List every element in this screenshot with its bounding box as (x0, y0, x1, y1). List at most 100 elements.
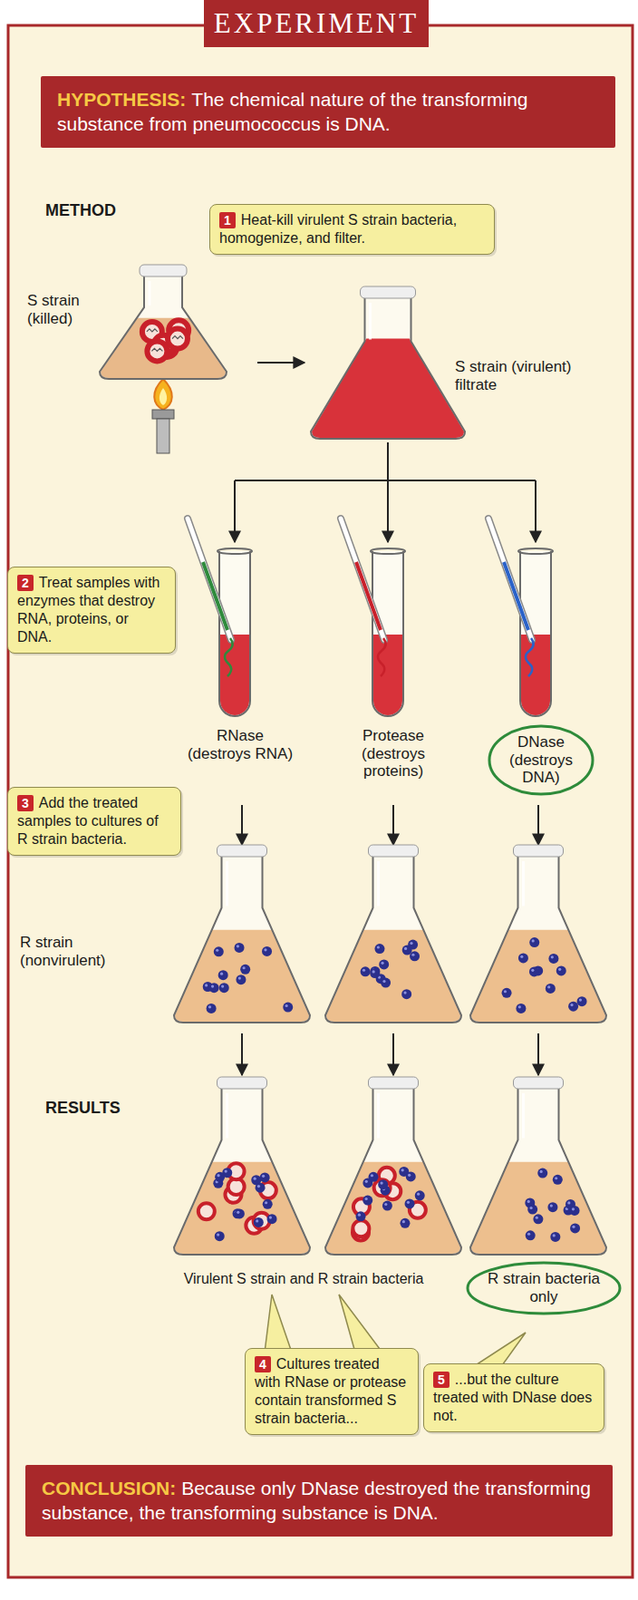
tube-liquid (373, 634, 403, 716)
drawing-part (236, 944, 240, 948)
drawing-part (550, 1203, 553, 1207)
r-strain-cell (529, 937, 540, 948)
drawing-part (219, 551, 251, 716)
flask (325, 844, 462, 1023)
frame (8, 25, 633, 1577)
callout-pointer (338, 1294, 383, 1353)
drawing-part (340, 518, 385, 640)
drawing-part (215, 948, 219, 952)
drawing-part (520, 551, 551, 716)
drawing-part (527, 1232, 531, 1236)
r-strain-cell (545, 983, 556, 994)
drawing-part (146, 328, 158, 332)
flask-glass (174, 853, 310, 1023)
flask-liquid (471, 1161, 606, 1254)
flask-outline (174, 853, 310, 1023)
drawing-part (370, 1173, 374, 1177)
flask-stopper (217, 844, 268, 857)
part-label: Virulent S strain and R strain bacteria (145, 1270, 463, 1287)
r-strain-cell (399, 1218, 410, 1228)
drawing-part (520, 955, 523, 958)
burner (152, 378, 174, 454)
r-strain-cell (213, 946, 224, 957)
flask-stopper (217, 1076, 268, 1089)
pipette-enzyme (203, 561, 228, 630)
r-strain-cell (409, 950, 420, 961)
test-tube (340, 518, 406, 716)
drawing-part (208, 1005, 212, 1008)
callout-number: 3 (17, 794, 34, 812)
drawing-part (551, 955, 554, 958)
r-strain-cell (260, 1171, 271, 1182)
drawing-part (285, 1004, 289, 1007)
drawing-part (187, 518, 232, 640)
r-strain-cell (378, 958, 389, 969)
drawing-part (535, 1216, 539, 1219)
drawing-part (216, 1232, 220, 1236)
pipette (340, 518, 385, 640)
drawing-part (220, 972, 223, 976)
drawing-part (219, 551, 251, 716)
part-label: S strain (killed) (27, 291, 109, 328)
r-strain-cell (382, 1200, 393, 1211)
drawing-part (368, 302, 372, 340)
text-band: HYPOTHESIS:The chemical nature of the tr… (40, 76, 616, 148)
drawing-part (357, 1213, 361, 1217)
part-label: S strain (virulent) filtrate (454, 357, 573, 394)
drawing-part (241, 966, 245, 969)
flask (470, 844, 607, 1023)
s-strain-cell (253, 1212, 271, 1229)
flask-liquid (174, 929, 310, 1022)
test-tube (488, 518, 553, 716)
flask-stopper (513, 1076, 564, 1089)
r-strain-cell (380, 977, 391, 988)
drawing-part (579, 997, 582, 1001)
r-strain-cell (406, 1170, 416, 1181)
callout-box: 2Treat samples with enzymes that destroy… (7, 566, 176, 654)
band-heading: HYPOTHESIS: (57, 88, 186, 110)
flask-stopper (139, 264, 187, 277)
drawing-part (531, 968, 534, 972)
callout-box: 1Heat-kill virulent S strain bacteria, h… (209, 203, 495, 255)
r-strain-cell (218, 969, 229, 980)
flask-glass (325, 853, 462, 1023)
s-strain-cell (374, 1179, 391, 1196)
callout-box: 3Add the treated samples to cultures of … (7, 786, 182, 856)
flask (325, 1076, 462, 1255)
drawing-part (529, 1206, 532, 1209)
r-strain-cell (206, 1003, 217, 1014)
drawing-part (148, 280, 152, 306)
flask (174, 1076, 310, 1255)
drawing-part (217, 548, 252, 554)
callout-number: 5 (433, 1371, 450, 1388)
text-band: CONCLUSION:Because only DNase destroyed … (25, 1464, 613, 1537)
flask (470, 1076, 607, 1255)
drawing-part (382, 979, 386, 983)
circled-label: R strain bacteria only (464, 1259, 623, 1316)
flask-stopper (513, 844, 564, 857)
drawing-part (377, 1092, 380, 1139)
drawing-part (522, 1092, 525, 1139)
r-strain-cell (537, 1168, 548, 1179)
flask-outline (470, 1085, 607, 1255)
callout-number: 2 (17, 574, 34, 591)
flask-liquid (326, 929, 461, 1022)
drawing-part (531, 938, 535, 942)
drawing-part (370, 548, 406, 554)
r-strain-cell (253, 1217, 264, 1228)
drawing-part (365, 1197, 368, 1200)
drawing-part (404, 947, 407, 950)
section-heading: METHOD (45, 201, 182, 221)
r-strain-cell (550, 1231, 561, 1242)
r-strain-cell (214, 1171, 225, 1182)
r-strain-cell (360, 966, 371, 977)
drawing-part (263, 947, 267, 951)
r-strain-cell (362, 1195, 373, 1206)
drawing-part (225, 860, 229, 907)
flask (174, 844, 310, 1023)
drawing-part (571, 1207, 575, 1210)
flask-liquid (326, 1161, 461, 1254)
circled-label: DNase (destroys DNA) (486, 723, 596, 797)
drawing-part (211, 984, 214, 987)
